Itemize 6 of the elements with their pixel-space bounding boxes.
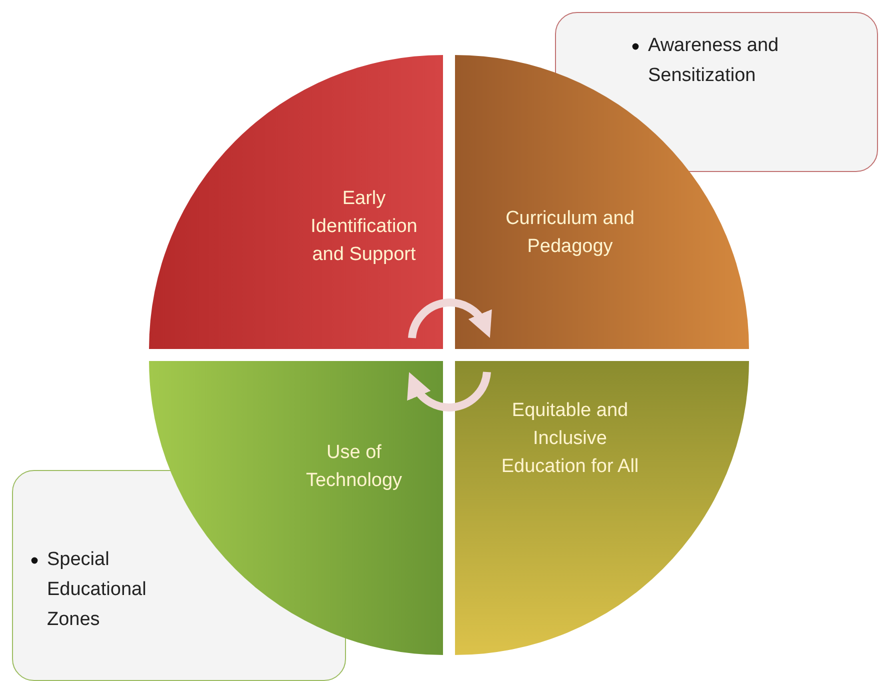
- segment-label: Equitable and Inclusive Education for All: [500, 399, 640, 479]
- segment-label: Use of Technology: [304, 441, 404, 493]
- segment-label: Curriculum and Pedagogy: [505, 207, 635, 259]
- bullet-item: Awareness and Sensitization: [648, 31, 788, 91]
- bullet-item: Special Educational Zones: [47, 545, 187, 635]
- segment-label: Early Identification and Support: [310, 187, 418, 267]
